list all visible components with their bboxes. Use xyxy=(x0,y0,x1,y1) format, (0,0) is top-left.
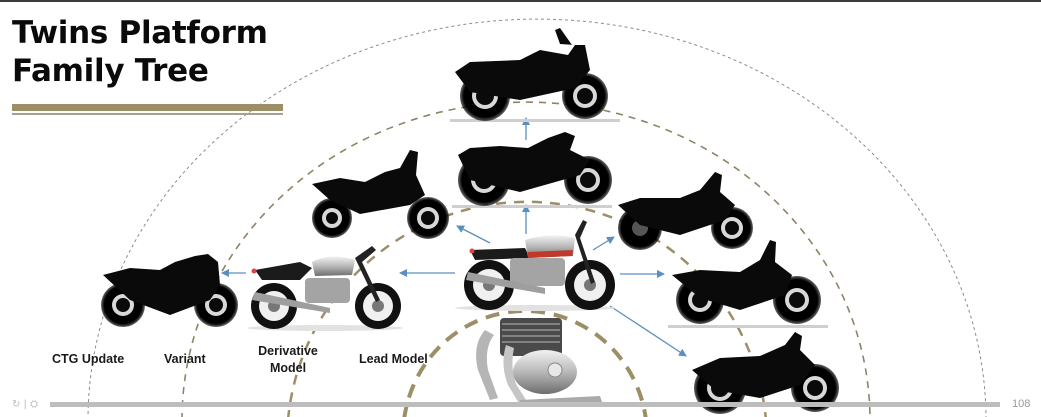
arrow-lead-to-adventure xyxy=(456,225,491,244)
motorcycle-roadster-center xyxy=(452,132,612,208)
arc-derivative xyxy=(287,200,767,417)
arc-lead xyxy=(402,309,648,417)
title-underline-thin xyxy=(12,113,283,115)
derivative-line-1: Derivative xyxy=(258,344,318,358)
tier-label-lead-model: Lead Model xyxy=(359,352,428,366)
arrows xyxy=(221,117,687,357)
motorcycle-cruiser xyxy=(618,172,753,250)
motorcycle-lead-interceptor xyxy=(455,220,615,311)
motorcycle-scrambler xyxy=(692,332,839,414)
arrow-lead-to-scrambler xyxy=(609,305,687,357)
title-underline-thick xyxy=(12,104,283,111)
arc-ctg-update xyxy=(87,18,987,417)
derivative-line-2: Model xyxy=(269,361,307,375)
tier-label-derivative-model: Derivative Model xyxy=(252,343,324,377)
slide-title: Twins Platform Family Tree xyxy=(12,14,268,90)
tier-label-ctg-update: CTG Update xyxy=(52,352,125,366)
motorcycle-adventure xyxy=(312,150,449,239)
arrow-lead-to-cruiser xyxy=(592,236,615,251)
engine-parallel-twin xyxy=(476,318,602,406)
title-line-2: Family Tree xyxy=(12,53,209,89)
motorcycle-cafe-racer xyxy=(101,254,238,327)
footer-bar xyxy=(50,402,1000,407)
motorcycle-continental-gt xyxy=(247,246,403,331)
page-number: 108 xyxy=(1012,398,1031,410)
title-line-1: Twins Platform xyxy=(12,15,268,51)
motorcycle-classic xyxy=(668,240,828,328)
motorcycle-roadster-top xyxy=(450,28,620,122)
top-border-line xyxy=(0,0,1041,2)
tier-label-variant: Variant xyxy=(164,352,206,366)
footer-logo-icon: ↻ | ⛭ xyxy=(12,399,39,410)
